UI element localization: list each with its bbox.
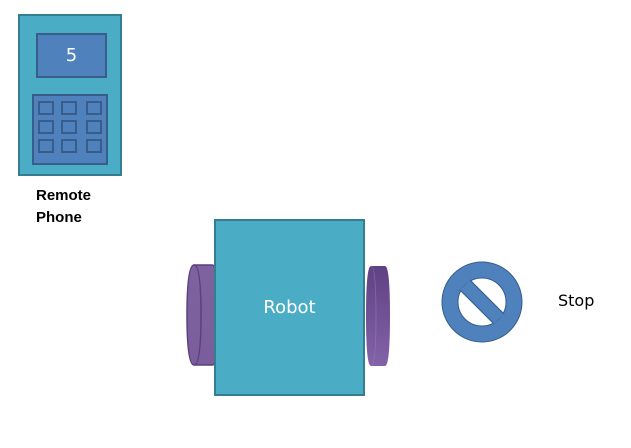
keypad-key (38, 120, 54, 134)
phone-screen: 5 (36, 33, 107, 78)
phone-label-line2: Phone (36, 209, 82, 226)
robot-body: Robot (214, 219, 365, 396)
keypad-key (38, 101, 54, 115)
phone-label: Remote Phone (36, 185, 91, 229)
keypad-key (61, 101, 77, 115)
robot-label: Robot (263, 297, 316, 318)
stop-icon (441, 261, 523, 343)
keypad-key (86, 120, 102, 134)
right-wheel-icon (366, 265, 390, 367)
left-wheel-icon (186, 264, 216, 366)
keypad-key (86, 101, 102, 115)
phone-screen-value: 5 (65, 45, 78, 66)
phone-label-line1: Remote (36, 187, 92, 204)
keypad-key (38, 139, 54, 153)
stop-label: Stop (558, 291, 595, 310)
keypad-key (61, 120, 77, 134)
keypad-key (86, 139, 102, 153)
keypad-key (61, 139, 77, 153)
